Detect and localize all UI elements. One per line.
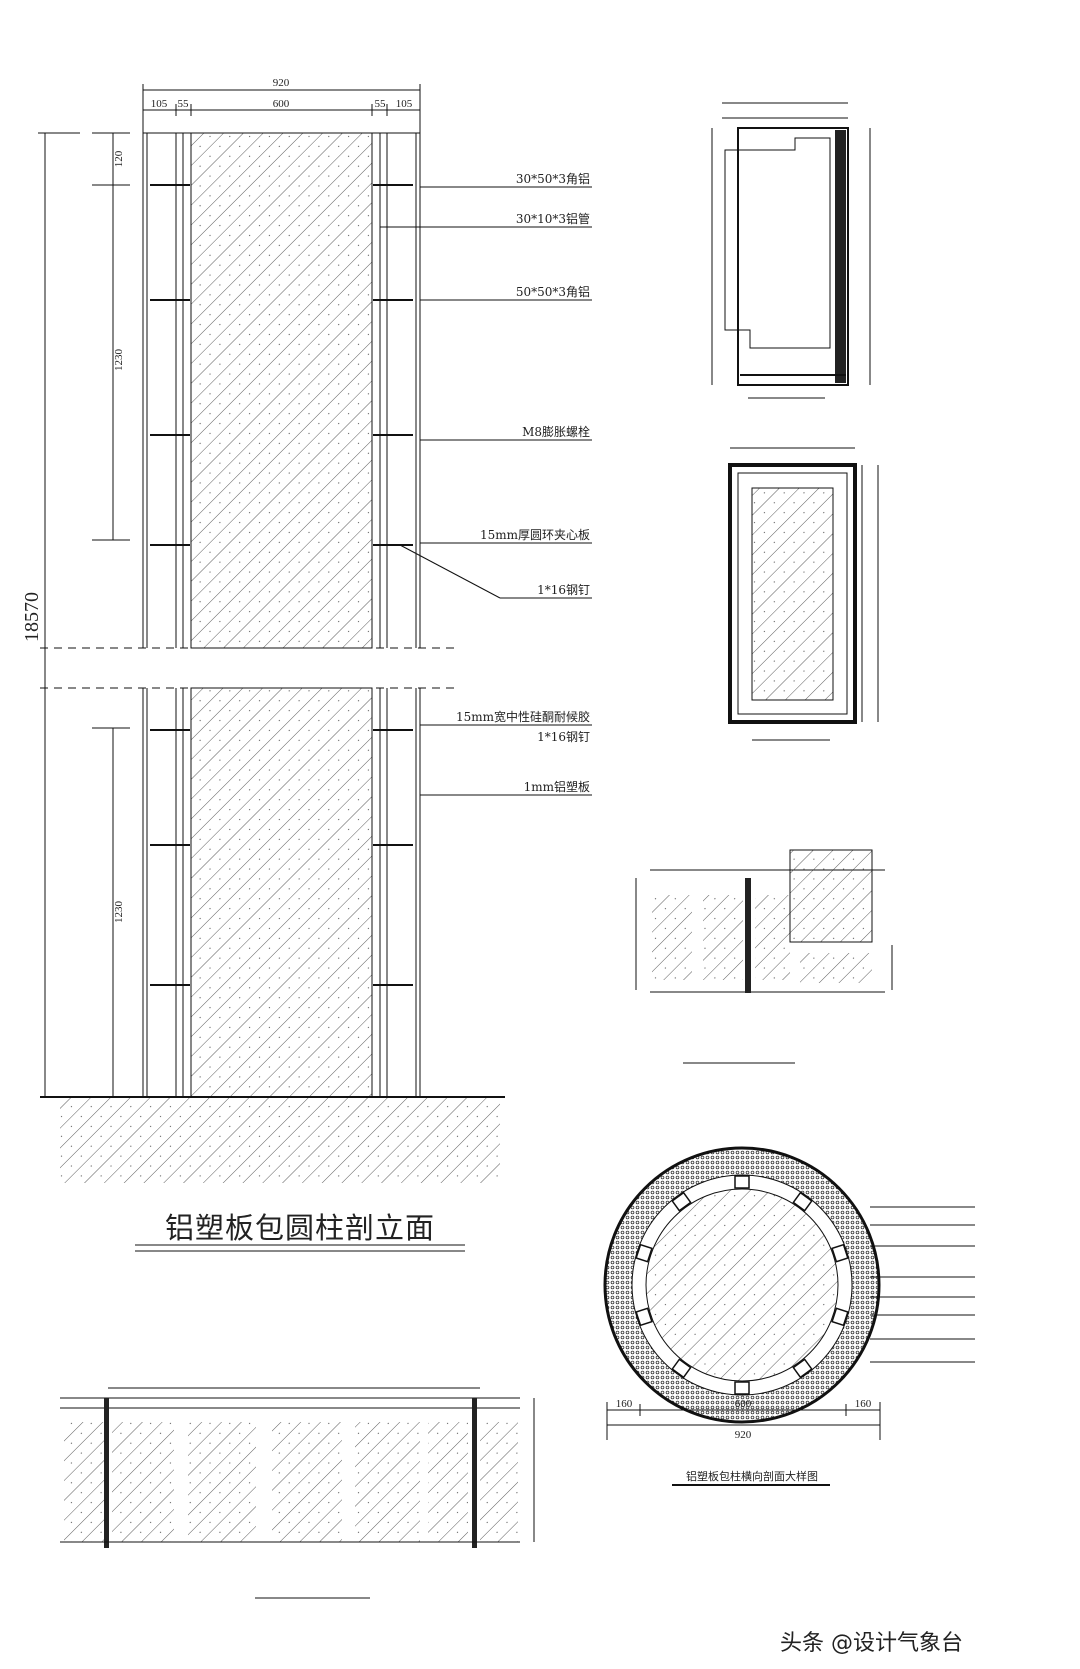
- round-dim-part: 600: [735, 1398, 752, 1410]
- callout-leaders: [380, 186, 592, 796]
- detail-section-1: [711, 102, 871, 399]
- ring-clip: [831, 1243, 849, 1263]
- concrete-core-upper: [190, 132, 373, 649]
- round-section-caption: 铝塑板包柱横向剖面大样图: [686, 1469, 818, 1483]
- dim-part: 55: [375, 98, 387, 110]
- callout-label: 50*50*3角铝: [516, 284, 590, 299]
- dim-left: 1230: [113, 349, 125, 372]
- elevation-title: 铝塑板包圆柱剖立面: [164, 1211, 435, 1245]
- dim-total-height: 18570: [21, 592, 43, 642]
- dim-part: 105: [396, 98, 413, 110]
- ring-clip: [792, 1191, 813, 1212]
- ring-clip: [671, 1191, 692, 1212]
- dim-part: 55: [178, 98, 190, 110]
- ring-clip: [635, 1307, 653, 1327]
- callout-label: 15mm厚圆环夹心板: [480, 528, 590, 542]
- callout-label: 15mm宽中性硅酮耐候胶: [456, 709, 590, 724]
- ring-clip: [734, 1381, 750, 1395]
- callout-label: 1*16钢钉: [537, 730, 590, 744]
- callout-label: 1*16钢钉: [537, 583, 590, 597]
- watermark: 头条 @设计气象台: [780, 1631, 963, 1656]
- column-elevation: 920 105 55 600 55 105 18570 120 1230 123…: [21, 77, 592, 1252]
- callout-label: 30*10*3铝管: [516, 211, 590, 226]
- ring-clip: [831, 1307, 849, 1327]
- ring-clip: [734, 1175, 750, 1189]
- ground-slab: [60, 1098, 500, 1183]
- dim-part: 600: [273, 98, 290, 110]
- round-dim-overall: 920: [735, 1429, 752, 1441]
- concrete-core-lower: [190, 687, 373, 1098]
- dim-left: 120: [113, 150, 125, 167]
- cladding-lines: [142, 132, 421, 1097]
- detail-section-3: [635, 849, 893, 1064]
- ring-clip: [792, 1358, 813, 1379]
- callout-label: M8膨胀螺栓: [522, 424, 590, 439]
- callout-label: 1mm铝塑板: [524, 779, 590, 794]
- detail-section-horizontal: [60, 1387, 535, 1599]
- dim-part: 105: [151, 98, 168, 110]
- ring-clip: [671, 1358, 692, 1379]
- detail-section-2: [728, 447, 879, 741]
- dim-left: 1230: [113, 901, 125, 924]
- callout-label: 30*50*3角铝: [516, 171, 590, 186]
- round-column-section: 160 600 160 920 铝塑板包柱横向剖面大样图: [603, 1146, 975, 1486]
- dim-overall: 920: [273, 77, 290, 89]
- round-dim-part: 160: [855, 1398, 872, 1410]
- round-dim-part: 160: [616, 1398, 633, 1410]
- ring-clip: [635, 1243, 653, 1263]
